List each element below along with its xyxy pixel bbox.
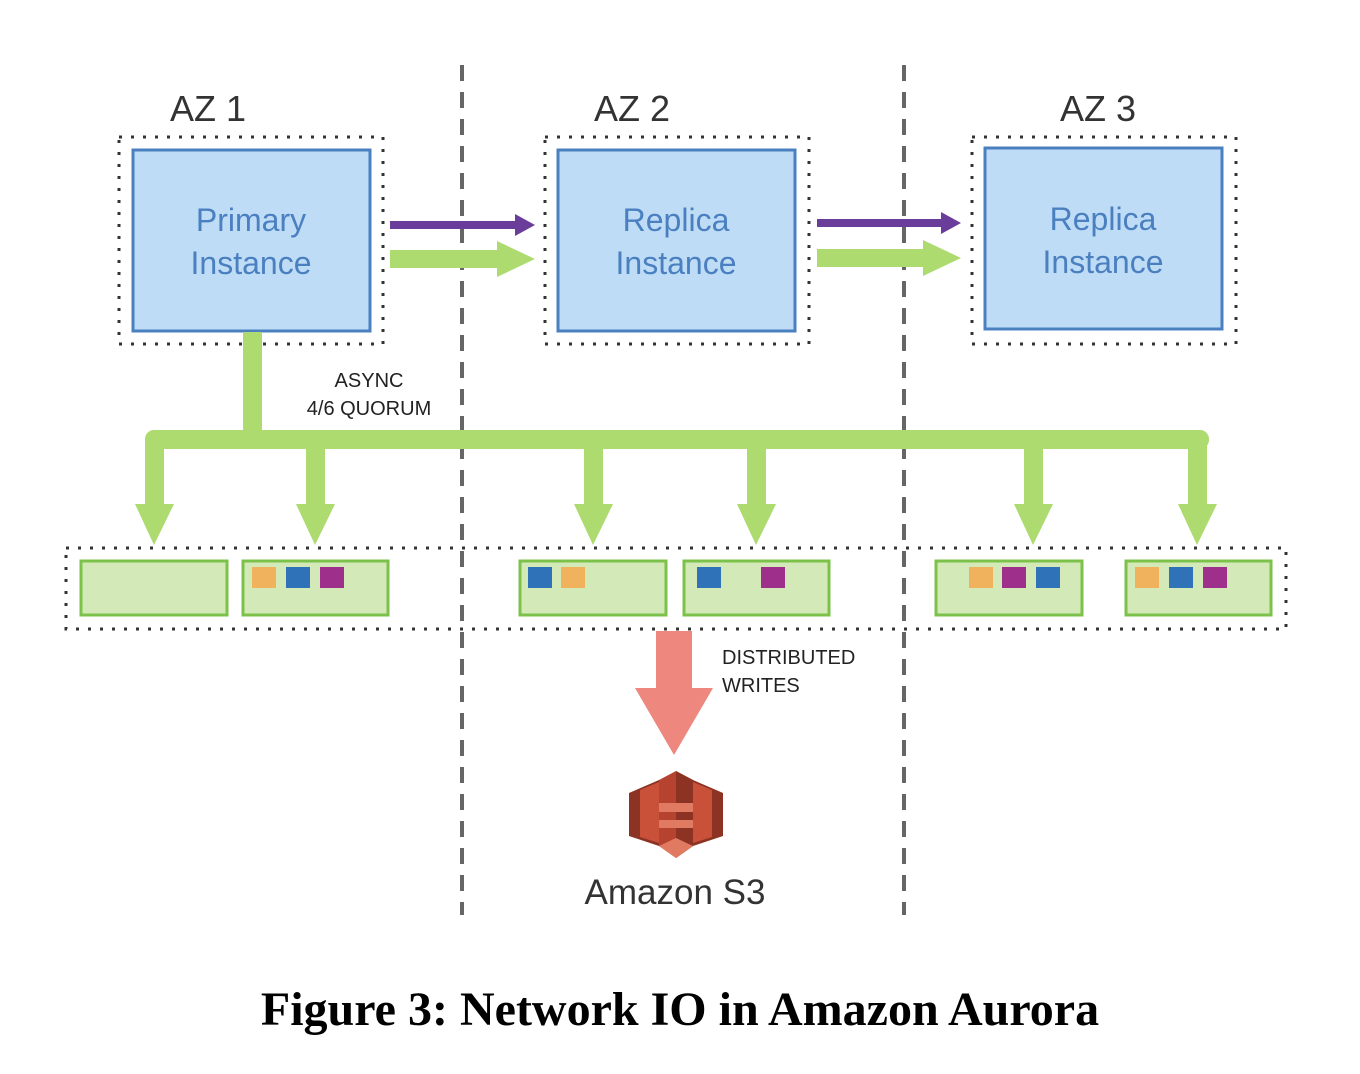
amazon-s3-label: Amazon S3 [585, 873, 766, 912]
replica-instance-box-az3 [983, 146, 1224, 331]
amazon-s3-icon [629, 771, 723, 858]
quorum-arrowhead-5 [1014, 504, 1053, 545]
log-block-blue [286, 567, 310, 588]
primary-instance-label-line2: Instance [191, 245, 312, 281]
log-block-purple [1203, 567, 1227, 588]
quorum-branch-1 [145, 440, 164, 506]
az-label-1: AZ 1 [170, 88, 246, 129]
quorum-branch-6 [1188, 440, 1207, 506]
quorum-branch-5 [1024, 440, 1043, 506]
log-block-blue [1036, 567, 1060, 588]
purple-replication-arrow-1 [390, 214, 535, 236]
log-block-orange [1135, 567, 1159, 588]
log-block-blue [1169, 567, 1193, 588]
log-block-purple [320, 567, 344, 588]
instance-container-az3 [970, 135, 1238, 346]
replica-instance-az3-label-line2: Instance [1043, 244, 1164, 280]
distributed-writes-arrow [635, 631, 713, 755]
quorum-label-line1: ASYNC [335, 370, 404, 392]
log-block-purple [761, 567, 785, 588]
log-block-purple [1002, 567, 1026, 588]
quorum-bus [145, 430, 1209, 449]
quorum-arrowhead-6 [1178, 504, 1217, 545]
quorum-label-line2: 4/6 QUORUM [307, 398, 431, 420]
log-block-blue [528, 567, 552, 588]
primary-instance-label-line1: Primary [196, 202, 306, 238]
replica-instance-box-az2 [556, 148, 797, 333]
log-block-orange [969, 567, 993, 588]
replica-instance-az2-label-line2: Instance [616, 245, 737, 281]
storage-node-1 [79, 559, 229, 617]
purple-replication-arrow-2 [817, 212, 961, 234]
log-block-orange [561, 567, 585, 588]
log-block-blue [697, 567, 721, 588]
quorum-arrowhead-3 [574, 504, 613, 545]
quorum-arrowhead-4 [737, 504, 776, 545]
storage-tier-container [64, 546, 1288, 631]
quorum-branch-3 [584, 440, 603, 506]
writes-label-line1: DISTRIBUTED [722, 647, 855, 669]
quorum-branch-4 [747, 440, 766, 506]
replica-instance-az3-label-line1: Replica [1050, 201, 1157, 237]
quorum-branch-2 [306, 440, 325, 506]
quorum-write-tree [135, 332, 1217, 545]
figure-caption: Figure 3: Network IO in Amazon Aurora [260, 983, 1100, 1036]
az-label-3: AZ 3 [1060, 88, 1136, 129]
replica-instance-az2-label-line1: Replica [623, 202, 730, 238]
quorum-arrowhead-2 [296, 504, 335, 545]
log-block-orange [252, 567, 276, 588]
log-blocks [252, 567, 1227, 588]
quorum-arrowhead-1 [135, 504, 174, 545]
green-replication-arrow-1 [390, 241, 535, 277]
green-replication-arrow-2 [817, 240, 961, 276]
primary-instance-box [131, 148, 372, 333]
quorum-trunk [243, 332, 262, 442]
az-label-2: AZ 2 [594, 88, 670, 129]
writes-label-line2: WRITES [722, 675, 800, 697]
instance-container-az2 [543, 135, 811, 346]
